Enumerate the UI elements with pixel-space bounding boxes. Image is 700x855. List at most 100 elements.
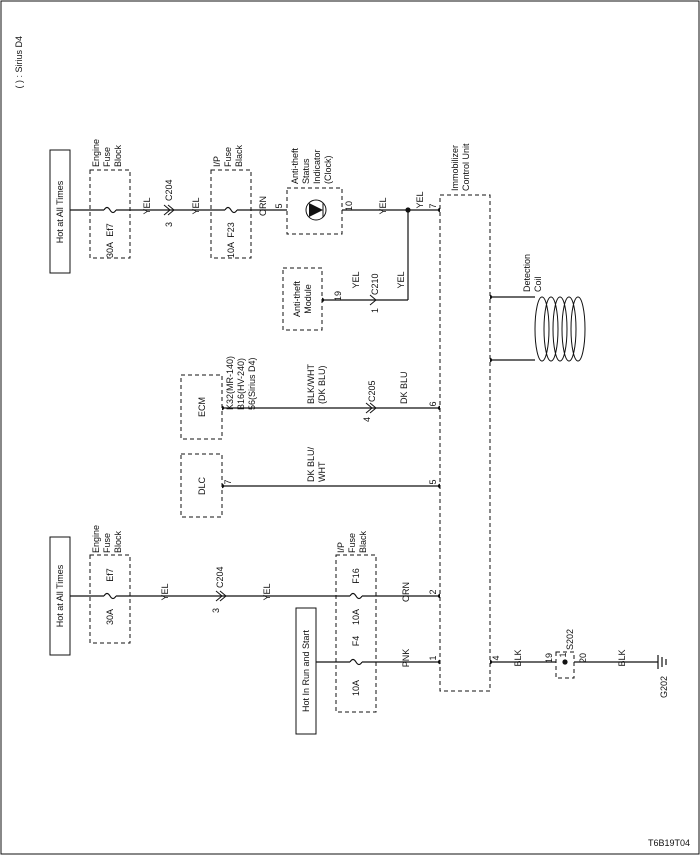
fuse-f16-name: F16 [351,568,361,584]
detection-coil-icon [534,296,586,362]
icu-label-1: Immobilizer [450,145,460,191]
antitheft-module-box [282,267,323,331]
wire-label-orn: ORN [258,196,268,216]
wire-label-dkblu: DK BLU [399,371,409,404]
wire-label-yel: YEL [262,583,272,600]
splice-dot [562,659,568,665]
pin-number: 5 [428,479,438,484]
fuse-symbol [224,206,238,214]
ecm-label: ECM [197,397,207,417]
fuse-ef7-bottom-rating: 30A [105,609,115,625]
fuse-symbol [349,592,363,600]
wire-label-yel: YEL [351,271,361,288]
wire-label-yel: YEL [160,583,170,600]
engine-fuse-block-bottom-line3: Block [113,530,123,553]
fuse-ef7-bottom-name: Ef7 [105,568,115,582]
connector-c204-top [163,204,175,216]
wire-label-orn: ORN [401,582,411,602]
ecm-pin-2: B16(HV-240) [236,358,246,410]
fuse-symbol [349,658,363,666]
connector-label-c205: C205 [367,380,377,402]
fuse-f4-name: F4 [351,636,361,647]
splice-s202-box [555,651,575,679]
immobilizer-control-unit-box [439,194,491,692]
hot-at-all-times-bottom-label: Hot at All Times [55,564,65,627]
connector-label-c210: C210 [370,273,380,295]
hot-at-all-times-bottom-box [49,536,71,656]
led-icon [309,203,323,217]
wire-label-dkblu-alt: (DK BLU) [317,365,327,404]
wire-label-blk: BLK [513,649,523,666]
pin-number: 4 [491,655,501,660]
figure-code: T6B19T04 [648,838,690,848]
splice-dot [405,207,411,213]
pin-number: 10 [344,201,354,211]
ip-fuse-block-top-line1: I/P [212,156,222,167]
wire-label-pnk: PNK [401,649,411,668]
ecm-pin-3: 56(Sirius D4) [247,357,257,410]
legend-text: ( ) : Sirius D4 [14,36,24,89]
fuse-symbol [103,206,117,214]
fuse-f23-name: F23 [226,222,236,238]
antitheft-module-label-1: Anti-theft [292,280,302,317]
ip-fuse-block-bottom-line1: I/P [336,542,346,553]
ip-fuse-block-top-line3: Black [234,144,244,167]
wire-label-yel: YEL [378,197,388,214]
indicator-label-1: Anti-theft [290,147,300,184]
connector-label-s202: S202 [565,629,575,650]
pin-number: 3 [164,222,174,227]
wire-label-dkbluwht-1: DK BLU/ [306,446,316,482]
pin-number: 2 [428,589,438,594]
engine-fuse-block-top-line2: Fuse [102,147,112,167]
pin-number: 19 [544,653,554,663]
hot-in-run-start-label: Hot In Run and Start [301,629,311,712]
pin-number: 19 [333,291,343,301]
wire-label-dkbluwht-2: WHT [317,461,327,482]
ecm-pin-1: K32(MR-140) [225,356,235,410]
coil-label-2: Coil [533,276,543,292]
connector-label-c204-top: C204 [164,179,174,201]
coil-label-1: Detection [522,254,532,292]
indicator-label-4: (Clock) [323,155,333,184]
engine-fuse-block-top-line3: Block [113,144,123,167]
pin-number: 3 [211,608,221,613]
pin-number: 1 [558,652,568,657]
pin-number: 7 [223,479,233,484]
hot-at-all-times-top-box [49,149,71,274]
hot-in-run-start-box [295,607,317,735]
wire-label-yel: YEL [415,191,425,208]
ip-fuse-block-bottom-line3: Black [358,530,368,553]
wire-label-yel: YEL [396,271,406,288]
dlc-label: DLC [197,477,207,496]
dlc-box [180,453,223,518]
hot-at-all-times-top-label: Hot at All Times [55,180,65,243]
pin-number: 6 [428,401,438,406]
indicator-label-2: Status [301,158,311,184]
engine-fuse-block-bottom-line1: Engine [91,525,101,553]
pin-number: 1 [428,655,438,660]
ground-label: G202 [659,676,669,698]
wire-label-yel: YEL [142,197,152,214]
engine-fuse-block-bottom-line2: Fuse [102,533,112,553]
pin-number: 7 [428,203,438,208]
pin-number: 4 [362,417,372,422]
wire-label-blkwht: BLK/WHT [306,363,316,404]
connector-label-c204-bottom: C204 [215,566,225,588]
ip-fuse-block-bottom-line2: Fuse [347,533,357,553]
connector-c205 [365,402,377,414]
wire-label-blk: BLK [617,649,627,666]
ip-fuse-block-bottom [335,554,377,713]
ip-fuse-block-top-line2: Fuse [223,147,233,167]
connector-c204-bottom [215,590,227,602]
fuse-f16-rating: 10A [351,609,361,625]
antitheft-module-label-2: Module [303,284,313,314]
indicator-label-3: Indicator [312,149,322,184]
connector-c210 [369,294,377,306]
engine-fuse-block-top-line1: Engine [91,139,101,167]
wire-label-yel: YEL [191,197,201,214]
fuse-symbol [103,592,117,600]
pin-number: 5 [274,203,284,208]
fuse-f4-rating: 10A [351,680,361,696]
pin-number: 1 [370,308,380,313]
